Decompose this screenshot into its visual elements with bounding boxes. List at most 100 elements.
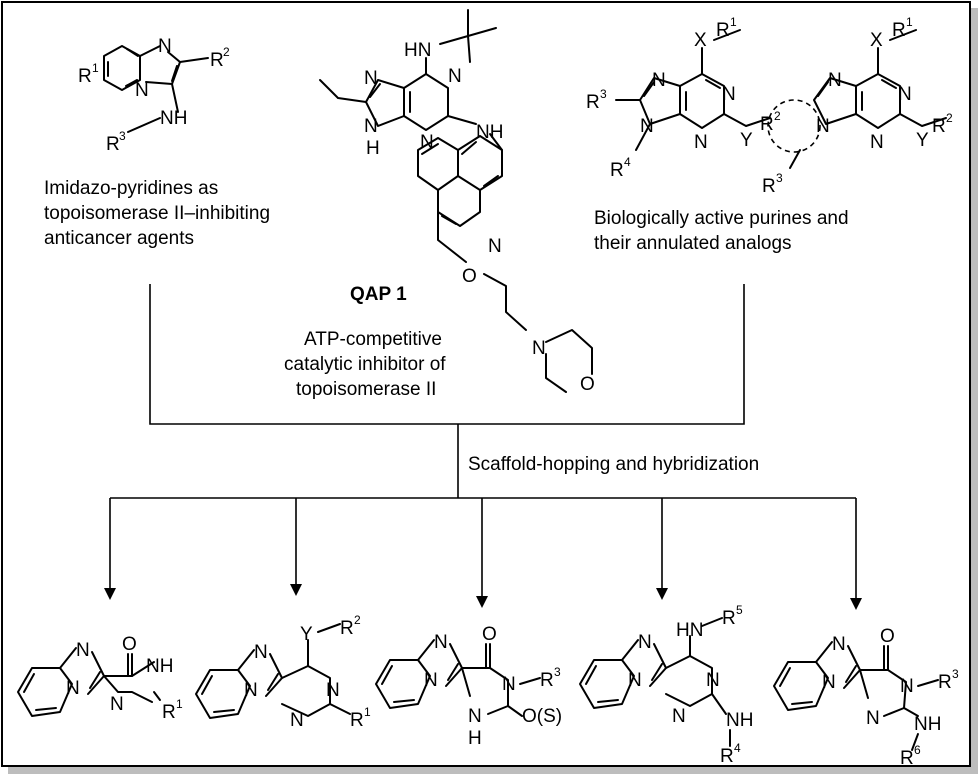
label-r: R bbox=[932, 116, 946, 137]
label-r: R bbox=[900, 748, 914, 769]
arrow-head bbox=[290, 584, 302, 596]
label-r: R bbox=[762, 176, 776, 197]
qap1-structure: HN N N H N N NH N O N O bbox=[319, 9, 595, 395]
atom-o: O bbox=[482, 624, 497, 645]
label-sup: 4 bbox=[734, 741, 741, 755]
label-r: R bbox=[162, 702, 176, 723]
atom-n: N bbox=[420, 132, 434, 153]
label-sup: 3 bbox=[554, 665, 561, 679]
atom-nh: NH bbox=[726, 710, 753, 731]
atom-n: N bbox=[672, 706, 686, 727]
label-sup: 3 bbox=[600, 87, 607, 101]
product-scaffold-1: N N O NH N R 1 bbox=[17, 634, 183, 723]
label-sup: 3 bbox=[776, 171, 783, 185]
atom-n: N bbox=[468, 706, 482, 727]
atom-y: Y bbox=[916, 130, 929, 151]
compound-name: QAP 1 bbox=[350, 284, 407, 305]
arrow-head bbox=[656, 588, 668, 600]
label-r: R bbox=[540, 670, 554, 691]
label-sup: 6 bbox=[914, 743, 921, 757]
caption-line: anticancer agents bbox=[44, 228, 194, 249]
product-scaffold-2: N N N N Y R 2 R 1 bbox=[195, 613, 371, 731]
atom-n: N bbox=[158, 36, 172, 57]
product-scaffold-5: N N O N R 3 N NH R 6 bbox=[773, 626, 959, 769]
purine-structure: N N N N X R 1 Y R 2 R 3 R 4 bbox=[586, 15, 781, 181]
arrow-head bbox=[476, 596, 488, 608]
atom-n: N bbox=[816, 116, 830, 137]
atom-n: N bbox=[364, 116, 378, 137]
caption-line: ATP-competitive bbox=[304, 329, 442, 350]
atom-nh: NH bbox=[146, 656, 173, 677]
flow-connectors: Scaffold-hopping and hybridization bbox=[104, 284, 862, 610]
atom-n: N bbox=[448, 66, 462, 87]
atom-h: H bbox=[366, 138, 380, 159]
atom-n: N bbox=[694, 132, 708, 153]
atom-o: O bbox=[462, 266, 477, 287]
atom-y: Y bbox=[300, 624, 313, 645]
atom-n: N bbox=[640, 116, 654, 137]
arrow-head bbox=[104, 588, 116, 600]
atom-n: N bbox=[110, 694, 124, 715]
caption-line: their annulated analogs bbox=[594, 233, 792, 254]
label-r: R bbox=[210, 50, 224, 71]
atom-n: N bbox=[66, 678, 80, 699]
caption-line: Biologically active purines and bbox=[594, 208, 849, 229]
label-r: R bbox=[722, 608, 736, 629]
atom-n: N bbox=[898, 84, 912, 105]
label-sup: 5 bbox=[736, 603, 743, 617]
atom-n: N bbox=[434, 632, 448, 653]
qap1-caption: QAP 1 ATP-competitive catalytic inhibito… bbox=[284, 284, 446, 400]
atom-nh: NH bbox=[160, 108, 187, 129]
atom-n: N bbox=[870, 132, 884, 153]
atom-n: N bbox=[290, 710, 304, 731]
label-sup: 2 bbox=[774, 109, 781, 123]
caption-line: Imidazo-pyridines as bbox=[44, 178, 218, 199]
label-r: R bbox=[340, 618, 354, 639]
label-r: R bbox=[720, 746, 734, 767]
caption-line: topoisomerase II bbox=[296, 379, 436, 400]
atom-n: N bbox=[828, 70, 842, 91]
atom-o-or-s: O(S) bbox=[522, 706, 562, 727]
atom-n: N bbox=[532, 338, 546, 359]
atom-n: N bbox=[866, 708, 880, 729]
atom-n: N bbox=[326, 680, 340, 701]
imidazo-caption: Imidazo-pyridines as topoisomerase II–in… bbox=[44, 178, 270, 249]
label-sup: 3 bbox=[119, 129, 126, 143]
atom-hn: HN bbox=[404, 40, 431, 61]
label-r: R bbox=[892, 20, 906, 41]
atom-n: N bbox=[76, 640, 90, 661]
atom-o: O bbox=[880, 626, 895, 647]
atom-n: N bbox=[900, 676, 914, 697]
label-r: R bbox=[716, 20, 730, 41]
atom-nh: NH bbox=[914, 714, 941, 735]
atom-o: O bbox=[122, 634, 137, 655]
atom-n: N bbox=[822, 672, 836, 693]
atom-x: X bbox=[870, 30, 883, 51]
imidazo-pyridine-structure: N N NH R 1 R 2 R 3 bbox=[78, 36, 230, 155]
annulated-ring bbox=[767, 99, 821, 153]
purines-caption: Biologically active purines and their an… bbox=[594, 208, 849, 254]
atom-y: Y bbox=[740, 130, 753, 151]
label-sup: 2 bbox=[223, 45, 230, 59]
label-sup: 1 bbox=[92, 61, 99, 75]
arrow-head bbox=[850, 598, 862, 610]
atom-n: N bbox=[244, 680, 258, 701]
atom-n: N bbox=[652, 70, 666, 91]
scaffold-label: Scaffold-hopping and hybridization bbox=[468, 454, 759, 475]
atom-n: N bbox=[488, 236, 502, 257]
label-sup: 4 bbox=[624, 155, 631, 169]
atom-nh: NH bbox=[476, 122, 503, 143]
atom-n: N bbox=[254, 642, 268, 663]
atom-n: N bbox=[424, 670, 438, 691]
label-r: R bbox=[78, 66, 92, 87]
atom-h: H bbox=[468, 728, 482, 749]
atom-n: N bbox=[628, 670, 642, 691]
label-r: R bbox=[938, 672, 952, 693]
atom-n: N bbox=[364, 68, 378, 89]
label-r: R bbox=[350, 710, 364, 731]
label-sup: 3 bbox=[952, 667, 959, 681]
atom-o: O bbox=[580, 374, 595, 395]
label-r: R bbox=[760, 114, 774, 135]
annulated-purine-structure: N N N N X R 1 Y R 2 R 3 bbox=[762, 15, 953, 197]
